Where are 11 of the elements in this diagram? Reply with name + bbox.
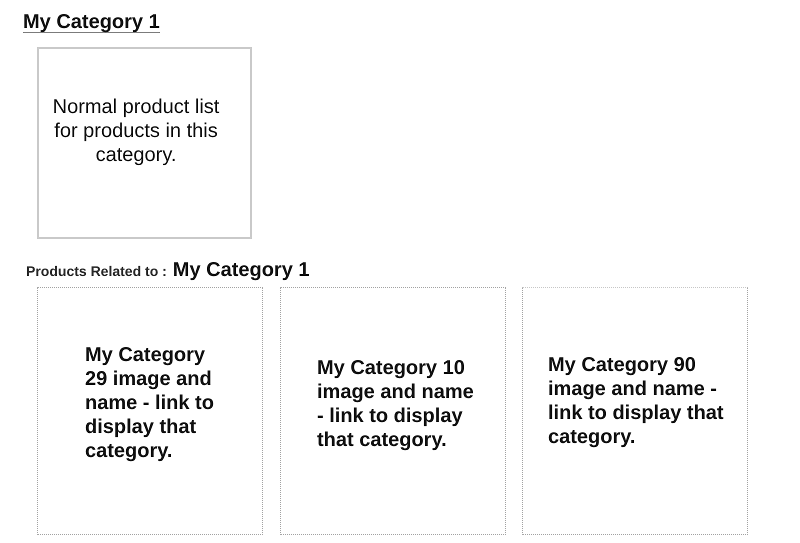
content-panel (280, 287, 506, 535)
panel-text: My Category 29 image and name - link to display that category. (85, 343, 215, 463)
content-panel (37, 47, 252, 239)
content-panel (37, 287, 263, 535)
panel-text: Normal product list for products in this category. (52, 95, 220, 167)
section-label: Products Related to : (26, 262, 167, 281)
panel-text: My Category 10 image and name - link to display that category. (317, 356, 475, 452)
content-panel (522, 287, 748, 535)
page-heading: My Category 1 (23, 12, 160, 33)
section-label: My Category 1 (172, 259, 310, 281)
panel-text: My Category 90 image and name - link to display that category. (548, 353, 725, 449)
